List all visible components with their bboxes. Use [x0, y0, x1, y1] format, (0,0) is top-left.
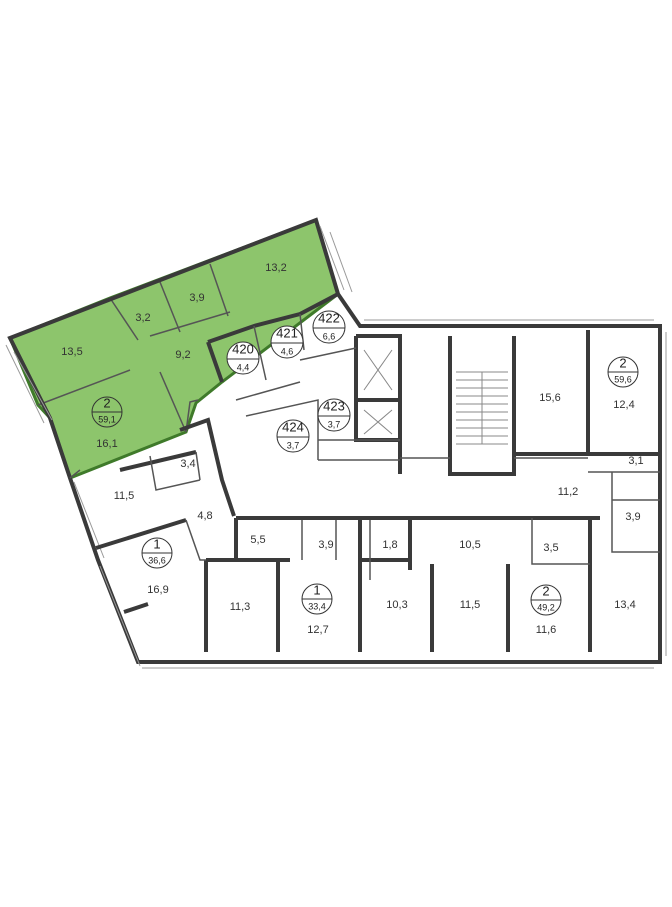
room-11-6: 11,6: [536, 624, 557, 636]
apartment-number: 1: [313, 582, 320, 597]
storage-badge[interactable]: 421 4,6: [270, 325, 304, 359]
room-3-2: 3,2: [135, 312, 150, 324]
storage-area: 3,7: [328, 419, 341, 429]
room-10-5: 10,5: [459, 539, 480, 551]
room-partitions: [69, 313, 660, 580]
apartment-badge[interactable]: 1 33,4: [301, 582, 333, 615]
storage-badge[interactable]: 424 3,7: [276, 419, 310, 453]
apartment-number: 1: [153, 536, 160, 551]
storage-number: 421: [276, 325, 298, 340]
storage-badges: 420 4,4 421 4,6 422 6,6 423 3,7 424 3,7: [226, 310, 351, 453]
apartment-badge[interactable]: 2 49,2: [530, 583, 562, 616]
storage-area: 4,6: [281, 346, 294, 356]
storage-number: 420: [232, 341, 254, 356]
room-3-4: 3,4: [180, 458, 195, 470]
room-10-3: 10,3: [386, 599, 407, 611]
room-4-8: 4,8: [197, 510, 212, 522]
apartment-area: 36,6: [148, 555, 166, 565]
building-walls: [5, 217, 667, 669]
partition-lines: [69, 313, 660, 580]
storage-number: 424: [282, 419, 304, 434]
storage-area: 3,7: [287, 440, 300, 450]
room-16-1: 16,1: [96, 438, 117, 450]
apartment-area: 33,4: [308, 601, 326, 611]
apartment-number: 2: [103, 395, 110, 410]
apartment-badges: 2 59,1 1 36,6 1 33,4 2 49,2 2 59,6: [91, 355, 639, 616]
green-internal-walls: [37, 263, 231, 433]
room-3-9b: 3,9: [318, 539, 333, 551]
storage-badge[interactable]: 423 3,7: [317, 398, 351, 432]
outer-wall: [7, 217, 662, 664]
room-3-1: 3,1: [628, 455, 643, 467]
core-wall-lines: [95, 292, 660, 652]
storage-number: 423: [323, 398, 345, 413]
apartment-area: 49,2: [537, 602, 555, 612]
room-5-5: 5,5: [250, 534, 265, 546]
room-3-9c: 3,9: [625, 511, 640, 523]
room-9-2: 9,2: [175, 349, 190, 361]
apartment-number: 2: [619, 355, 626, 370]
stair-lines: [456, 371, 508, 445]
apartment-area: 59,6: [614, 374, 632, 384]
storage-area: 4,4: [237, 362, 250, 372]
apartment-area: 59,1: [98, 414, 116, 424]
room-13-4: 13,4: [614, 599, 635, 611]
storage-area: 6,6: [323, 331, 336, 341]
room-15-6: 15,6: [539, 392, 560, 404]
outer-windows: [5, 225, 667, 669]
apartment-badge[interactable]: 2 59,6: [607, 355, 639, 388]
room-1-8: 1,8: [382, 539, 397, 551]
storage-number: 422: [318, 310, 340, 325]
apartment-badge[interactable]: 1 36,6: [141, 536, 173, 569]
room-12-7: 12,7: [307, 624, 328, 636]
room-12-4: 12,4: [613, 399, 634, 411]
room-3-9a: 3,9: [189, 292, 204, 304]
core-walls: [95, 292, 660, 652]
elevator-lines: [363, 349, 393, 435]
room-16-9: 16,9: [147, 584, 168, 596]
room-11-3: 11,3: [230, 601, 251, 613]
room-11-2: 11,2: [558, 486, 579, 498]
room-labels: 13,5 3,2 3,9 13,2 9,2 16,1 3,4 11,5 4,8 …: [61, 262, 643, 636]
apartment-badge[interactable]: 2 59,1: [91, 395, 123, 428]
room-11-5a: 11,5: [114, 490, 135, 502]
storage-badge[interactable]: 420 4,4: [226, 341, 260, 375]
room-11-5b: 11,5: [460, 599, 481, 611]
storage-badge[interactable]: 422 6,6: [312, 310, 346, 344]
room-3-5: 3,5: [543, 542, 558, 554]
room-13-5: 13,5: [61, 346, 82, 358]
apartment-number: 2: [542, 583, 549, 598]
room-13-2: 13,2: [265, 262, 286, 274]
